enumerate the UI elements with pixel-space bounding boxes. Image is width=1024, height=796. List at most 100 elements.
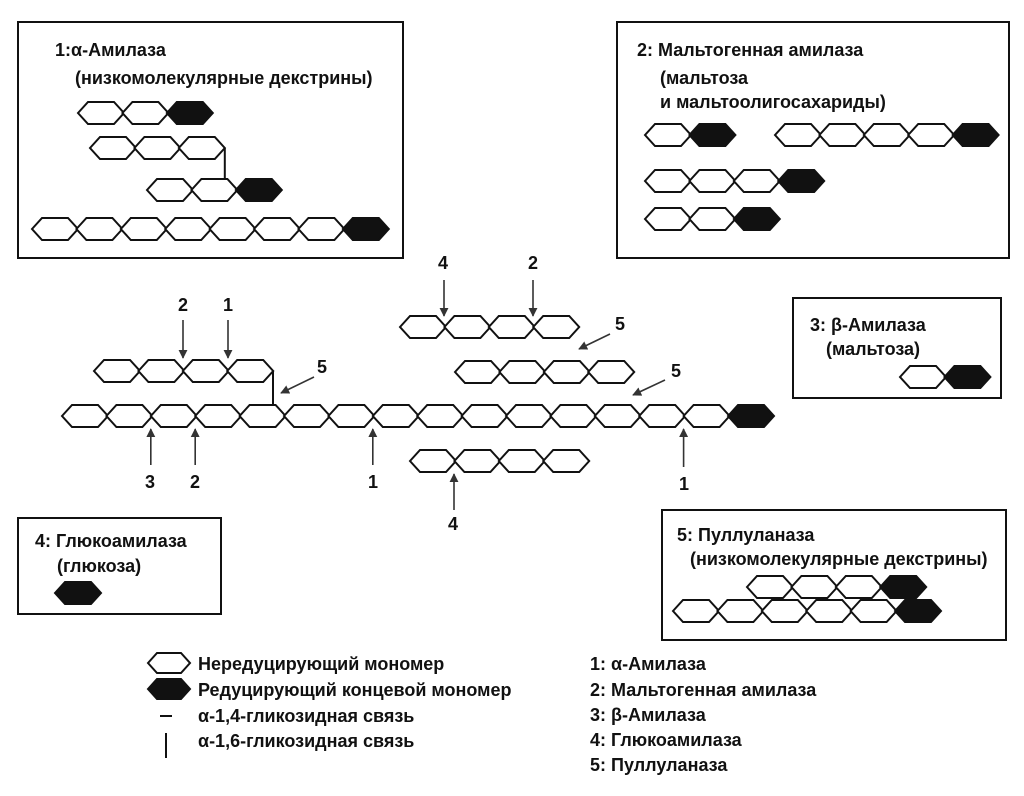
nonreducing-monomer xyxy=(193,404,243,428)
nonreducing-monomer xyxy=(408,449,458,473)
reducing-end-monomer xyxy=(732,207,782,231)
reducing-end-monomer xyxy=(893,599,943,623)
nonreducing-monomer xyxy=(460,404,509,428)
nonreducing-monomer xyxy=(398,315,448,339)
legend-enzyme-2: 2: Мальтогенная амилаза xyxy=(590,680,817,700)
released-fragment xyxy=(398,315,581,339)
alpha-amylase-frame xyxy=(17,21,404,259)
arrow-label: 3 xyxy=(145,472,155,492)
nonreducing-monomer xyxy=(282,404,332,428)
nonreducing-monomer xyxy=(834,575,884,599)
nonreducing-monomer xyxy=(105,404,154,428)
nonreducing-monomer xyxy=(643,169,693,193)
nonreducing-monomer xyxy=(745,575,795,599)
glucoamylase-frame xyxy=(17,517,222,615)
nonreducing-monomer xyxy=(60,404,110,428)
glucoamylase-products: (глюкоза) xyxy=(57,556,141,576)
beta-amylase-frame xyxy=(792,297,1002,399)
nonreducing-monomer xyxy=(76,101,126,125)
nonreducing-monomer xyxy=(30,217,80,241)
nonreducing-monomer xyxy=(862,123,912,147)
cleavage-arrow: 3 xyxy=(145,428,156,492)
arrow-line xyxy=(578,333,611,350)
nonreducing-monomer xyxy=(133,136,182,160)
glucoamylase-title: 4: Глюкоамилаза xyxy=(35,531,188,551)
maltogenic-amylase-product-chain xyxy=(643,123,737,147)
reducing-end-monomer xyxy=(53,581,103,605)
nonreducing-monomer xyxy=(818,123,867,147)
beta-amylase-product-chain xyxy=(898,365,992,389)
cleavage-arrow: 5 xyxy=(578,314,625,350)
substrate-molecule xyxy=(60,315,776,473)
legend-enzyme-5: 5: Пуллуланаза xyxy=(590,755,728,775)
nonreducing-monomer xyxy=(504,404,554,428)
pullulanase-panel: 5: Пуллуланаза (низкомолекулярные декстр… xyxy=(661,509,1007,641)
reducing-end-monomer xyxy=(943,365,992,389)
nonreducing-monomer xyxy=(119,217,169,241)
nonreducing-monomer xyxy=(643,207,693,231)
maltogenic-amylase-product-chain xyxy=(773,123,1000,147)
nonreducing-monomer xyxy=(732,169,782,193)
reducing-end-monomer xyxy=(776,169,826,193)
nonreducing-monomer xyxy=(137,359,186,383)
cleavage-arrow: 2 xyxy=(190,428,200,492)
nonreducing-monomer xyxy=(371,404,421,428)
nonreducing-monomer xyxy=(443,315,492,339)
reducing-end-monomer xyxy=(951,123,1000,147)
cleavage-arrow: 1 xyxy=(223,295,233,359)
cleavage-arrow: 1 xyxy=(679,428,689,494)
released-fragment xyxy=(408,449,591,473)
legend-nonreducing-label: Нередуцирующий мономер xyxy=(198,654,444,674)
maltogenic-amylase-frame xyxy=(616,21,1010,259)
nonreducing-monomer xyxy=(498,360,547,384)
alpha-amylase-product-chain xyxy=(145,178,284,202)
arrow-line xyxy=(280,376,315,394)
reducing-end-monomer-symbol xyxy=(146,678,192,700)
nonreducing-monomer xyxy=(181,359,231,383)
nonreducing-monomer xyxy=(688,169,737,193)
arrow-label: 4 xyxy=(438,253,448,273)
reducing-end-monomer xyxy=(341,217,391,241)
nonreducing-monomer xyxy=(760,599,810,623)
maltogenic-amylase-products-line1: (мальтоза xyxy=(660,68,749,88)
main-chain xyxy=(60,404,776,428)
nonreducing-monomer xyxy=(225,359,275,383)
nonreducing-monomer-symbol xyxy=(146,652,192,674)
nonreducing-monomer xyxy=(163,217,213,241)
arrow-label: 2 xyxy=(178,295,188,315)
pullulanase-title: 5: Пуллуланаза xyxy=(677,525,815,545)
nonreducing-monomer xyxy=(586,360,636,384)
reducing-end-monomer xyxy=(726,404,776,428)
nonreducing-monomer xyxy=(849,599,898,623)
nonreducing-monomer xyxy=(906,123,956,147)
nonreducing-monomer xyxy=(643,123,693,147)
arrow-label: 4 xyxy=(448,514,458,534)
nonreducing-monomer xyxy=(716,599,765,623)
cleavage-arrow: 5 xyxy=(280,357,327,394)
nonreducing-monomer xyxy=(497,449,547,473)
nonreducing-monomer xyxy=(121,101,170,125)
arrow-label: 5 xyxy=(615,314,625,334)
cleavage-arrows: 2 1 5 4 2 5 5 3 xyxy=(145,253,689,534)
nonreducing-monomer xyxy=(541,449,591,473)
released-fragment xyxy=(453,360,636,384)
legend-bond-14-label: α-1,4-гликозидная связь xyxy=(198,706,414,726)
nonreducing-monomer xyxy=(327,404,376,428)
glucoamylase-panel: 4: Глюкоамилаза (глюкоза) xyxy=(17,517,222,615)
nonreducing-monomer xyxy=(549,404,598,428)
legend-enzyme-1: 1: α-Амилаза xyxy=(590,654,707,674)
reducing-end-monomer xyxy=(688,123,737,147)
nonreducing-monomer xyxy=(208,217,257,241)
cleavage-arrow: 2 xyxy=(528,253,538,317)
legend-reducing-label: Редуцирующий концевой мономер xyxy=(198,680,511,700)
nonreducing-monomer xyxy=(453,449,502,473)
alpha-amylase-products: (низкомолекулярные декстрины) xyxy=(75,68,373,88)
reducing-end-monomer xyxy=(878,575,928,599)
nonreducing-monomer xyxy=(682,404,731,428)
legend: Нередуцирующий мономер Редуцирующий конц… xyxy=(146,652,817,775)
nonreducing-monomer xyxy=(145,178,195,202)
nonreducing-monomer xyxy=(637,404,687,428)
reducing-end-monomer xyxy=(165,101,215,125)
pullulanase-products: (низкомолекулярные декстрины) xyxy=(690,549,988,569)
